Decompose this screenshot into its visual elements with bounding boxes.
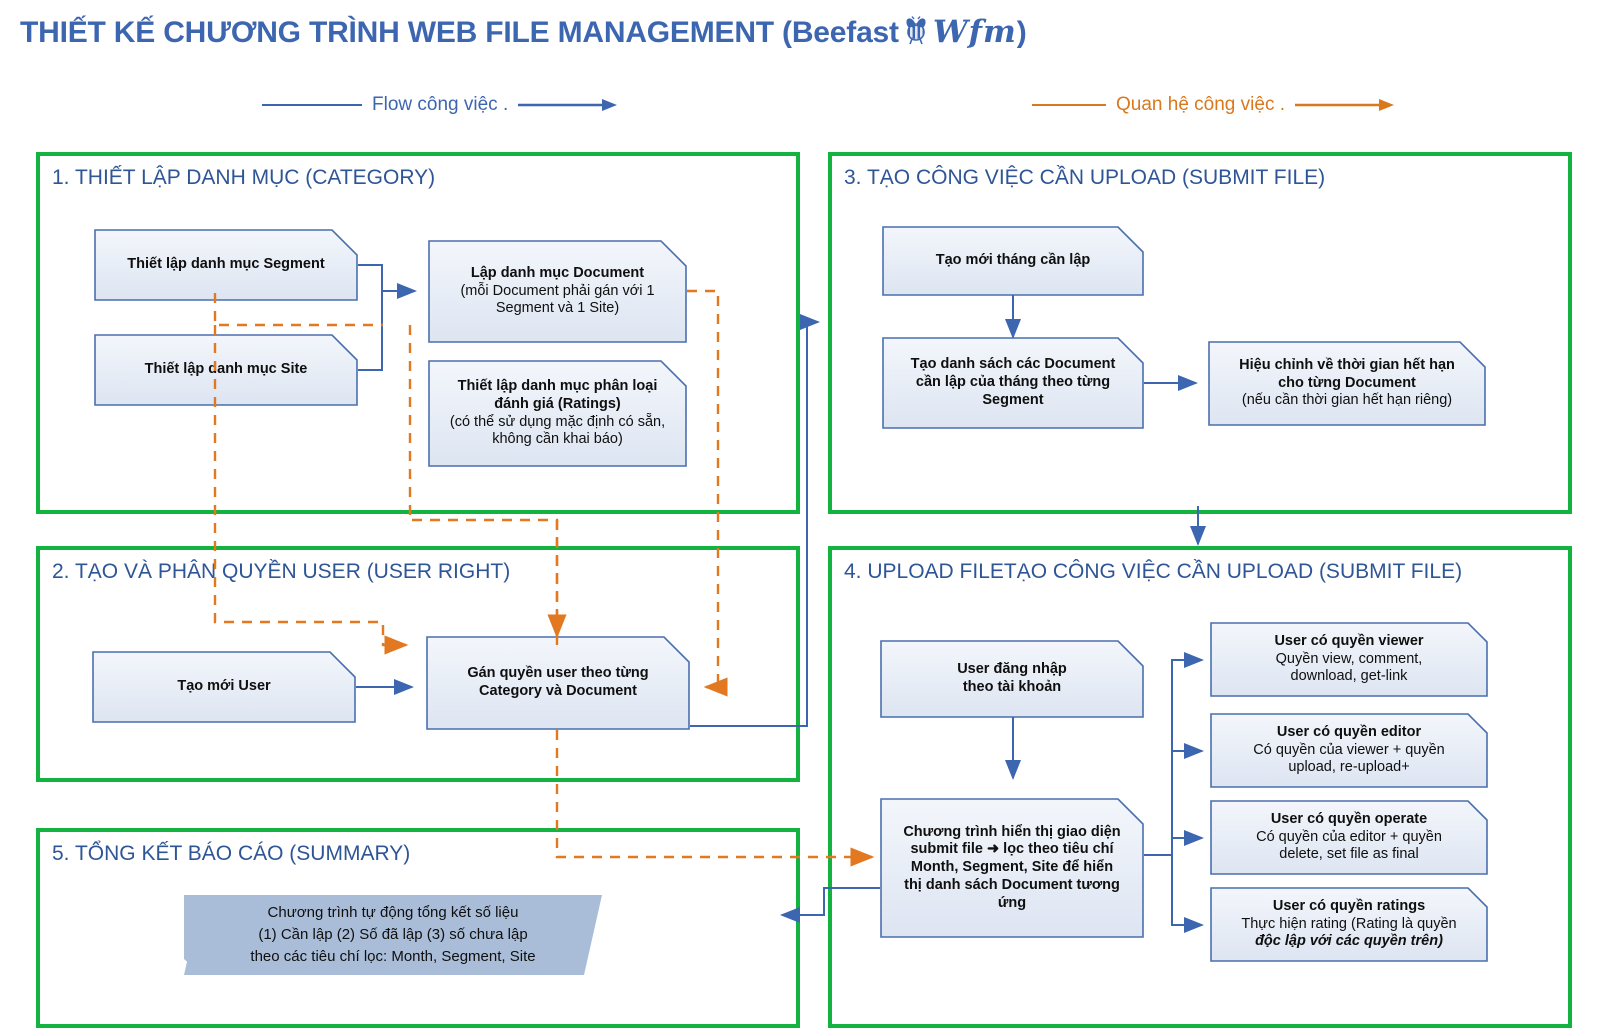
node-line: Category và Document — [479, 683, 637, 699]
page-title: THIẾT KẾ CHƯƠNG TRÌNH WEB FILE MANAGEMEN… — [20, 14, 1027, 54]
node-line: Gán quyền user theo từng — [467, 665, 649, 682]
node-line: (có thể sử dụng mặc định có sẵn, — [449, 413, 666, 430]
legend-relation-arrow — [1295, 99, 1394, 111]
node-line: Có quyền của editor + quyền — [1256, 828, 1442, 845]
node-line: (1) Cần lập (2) Số đã lập (3) số chưa lậ… — [258, 926, 528, 944]
node-thiet-lap-danh-muc-ratings[interactable]: Thiết lập danh mục phân loại đánh giá (R… — [428, 360, 687, 467]
node-tao-moi-thang-can-lap[interactable]: Tạo mới tháng cần lập — [882, 226, 1144, 296]
node-role-ratings[interactable]: User có quyền ratings Thực hiện rating (… — [1210, 887, 1488, 962]
node-line: Lập danh mục Document — [470, 264, 645, 281]
node-line: Hiệu chỉnh về thời gian hết hạn — [1239, 356, 1455, 373]
node-tao-moi-user[interactable]: Tạo mới User — [92, 651, 356, 723]
node-line: thị danh sách Document tương — [904, 876, 1120, 893]
legend-flow-arrow — [518, 99, 618, 111]
node-tao-danh-sach-document[interactable]: Tạo danh sách các Document cần lập của t… — [882, 337, 1144, 429]
node-line: User có quyền ratings — [1272, 897, 1426, 914]
section-title-category: 1. THIẾT LẬP DANH MỤC (CATEGORY) — [52, 166, 436, 189]
node-thiet-lap-danh-muc-site[interactable]: Thiết lập danh mục Site — [94, 334, 358, 406]
node-line: Month, Segment, Site để hiển — [910, 859, 1114, 876]
node-line: User có quyền viewer — [1274, 632, 1424, 649]
section-title-upload-file: 4. UPLOAD FILETẠO CÔNG VIỆC CẦN UPLOAD (… — [844, 560, 1463, 583]
legend-flow: Flow công việc . — [262, 94, 618, 116]
node-line: Chương trình hiển thị giao diện — [903, 823, 1121, 840]
node-lap-danh-muc-document[interactable]: Lập danh mục Document (mỗi Document phải… — [428, 240, 687, 343]
node-line: đánh giá (Ratings) — [494, 395, 621, 412]
wordmark: Wfm — [932, 14, 1017, 50]
node-line: theo tài khoản — [962, 679, 1062, 695]
node-line: User đăng nhập — [957, 661, 1067, 678]
node-gan-quyen-user[interactable]: Gán quyền user theo từng Category và Doc… — [426, 636, 690, 730]
node-line: Tạo mới User — [177, 678, 271, 695]
node-line: (nếu cần thời gian hết hạn riêng) — [1241, 392, 1453, 409]
node-line: submit file ➜ lọc theo tiêu chí — [910, 841, 1114, 858]
node-line: Thiết lập danh mục phân loại — [457, 378, 658, 395]
node-line: upload, re-upload+ — [1288, 759, 1410, 776]
node-line: Thiết lập danh mục Site — [144, 361, 308, 378]
node-line: Chương trình tự động tổng kết số liệu — [267, 904, 519, 922]
node-line: Segment và 1 Site) — [495, 300, 620, 317]
node-line: User có quyền editor — [1276, 723, 1422, 740]
legend-relation-label: Quan hệ công việc . — [1116, 94, 1285, 115]
node-line: cần lập của tháng theo từng — [915, 374, 1111, 391]
node-line: Có quyền của viewer + quyền — [1253, 741, 1445, 758]
legend-relation: Quan hệ công việc . — [1032, 94, 1395, 116]
page-title-paren: ) — [1016, 16, 1027, 49]
node-role-operate[interactable]: User có quyền operate Có quyền của edito… — [1210, 800, 1488, 875]
node-line: độc lập với các quyền trên) — [1255, 933, 1443, 950]
node-line: Tạo danh sách các Document — [910, 356, 1116, 373]
section-panel-submit-file — [828, 152, 1572, 514]
node-role-editor[interactable]: User có quyền editor Có quyền của viewer… — [1210, 713, 1488, 788]
node-line: theo các tiêu chí lọc: Month, Segment, S… — [250, 947, 536, 965]
node-summary[interactable]: Chương trình tự động tổng kết số liệu (1… — [184, 895, 602, 975]
node-line: Thực hiện rating (Rating là quyền — [1241, 915, 1457, 932]
node-hieu-chinh-thoi-gian-het-han[interactable]: Hiệu chỉnh về thời gian hết hạn cho từng… — [1208, 341, 1486, 426]
node-line: download, get-link — [1290, 668, 1408, 685]
node-user-dang-nhap[interactable]: User đăng nhập theo tài khoản — [880, 640, 1144, 718]
section-title-user-right: 2. TẠO VÀ PHÂN QUYỀN USER (USER RIGHT) — [52, 560, 511, 583]
node-line: không cần khai báo) — [492, 431, 623, 448]
node-line: Quyền view, comment, — [1275, 650, 1423, 667]
section-title-submit-file: 3. TẠO CÔNG VIỆC CẦN UPLOAD (SUBMIT FILE… — [844, 166, 1326, 189]
node-line: User có quyền operate — [1270, 810, 1428, 827]
page-title-text: THIẾT KẾ CHƯƠNG TRÌNH WEB FILE MANAGEMEN… — [20, 16, 899, 49]
node-line: cho từng Document — [1278, 374, 1416, 391]
node-line: (mỗi Document phải gán với 1 — [460, 282, 655, 299]
node-thiet-lap-danh-muc-segment[interactable]: Thiết lập danh mục Segment — [94, 229, 358, 301]
node-role-viewer[interactable]: User có quyền viewer Quyền view, comment… — [1210, 622, 1488, 697]
bee-logo — [901, 16, 931, 54]
node-line: Thiết lập danh mục Segment — [127, 256, 325, 273]
node-line: Tạo mới tháng cần lập — [935, 252, 1091, 269]
node-line: delete, set file as final — [1279, 846, 1419, 863]
section-title-summary: 5. TỔNG KẾT BÁO CÁO (SUMMARY) — [52, 842, 411, 865]
node-line: Segment — [982, 391, 1044, 408]
node-chuong-trinh-hien-thi-giao-dien[interactable]: Chương trình hiển thị giao diện submit f… — [880, 798, 1144, 938]
legend-flow-label: Flow công việc . — [372, 94, 509, 115]
node-line: ứng — [997, 894, 1027, 911]
